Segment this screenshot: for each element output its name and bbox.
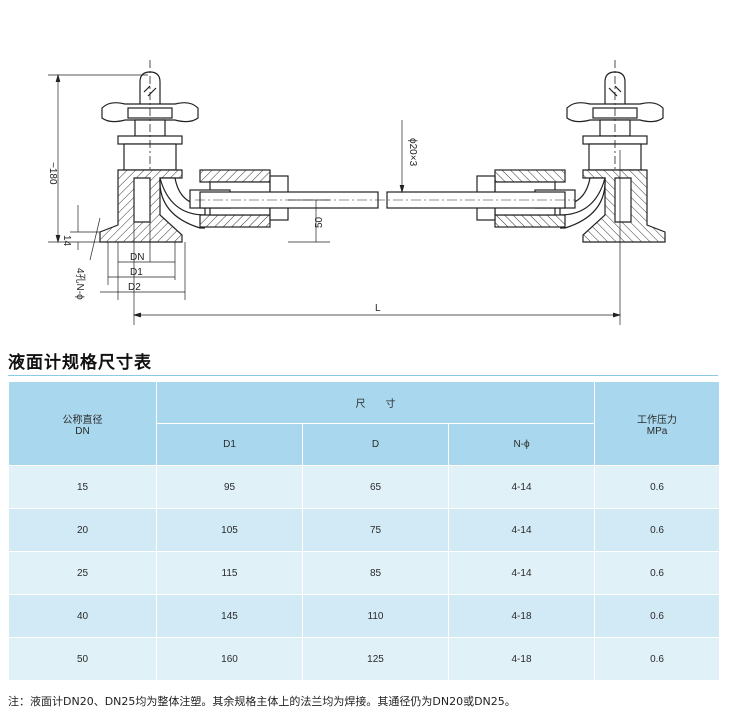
cell-dn: 50 [8, 637, 157, 681]
dim-flange-label: 14 [61, 235, 72, 247]
header-n: N-ϕ [447, 423, 596, 466]
cell-pressure: 0.6 [594, 508, 721, 552]
header-dn-label: 公称直径 [62, 414, 103, 426]
table-row: 20 105 75 4-14 0.6 [8, 508, 721, 552]
cell-n: 4-18 [447, 637, 596, 681]
header-dn: 公称直径 DN [8, 381, 157, 466]
header-d: D [302, 423, 449, 466]
dim-holes-label: 4孔N-ϕ [74, 268, 86, 300]
header-d1: D1 [156, 423, 303, 466]
right-valve [386, 60, 666, 243]
footnote: 注：液面计DN20、DN25均为整体注塑。其余规格主体上的法兰均为焊接。其通径仍… [8, 695, 516, 708]
cell-pressure: 0.6 [594, 551, 721, 595]
dim-d1-label: D1 [130, 267, 143, 278]
dimension-lines [48, 73, 622, 325]
cell-dn: 20 [8, 508, 157, 552]
cell-dn: 40 [8, 594, 157, 638]
cell-dn: 25 [8, 551, 157, 595]
cell-d1: 145 [156, 594, 303, 638]
dim-d2-label: D2 [128, 282, 141, 293]
level-gauge-drawing: ~180 14 DN D1 D2 4孔N-ϕ ϕ20×3 50 L [47, 60, 666, 325]
cell-pressure: 0.6 [594, 465, 721, 509]
cell-n: 4-14 [447, 508, 596, 552]
header-pressure-label: 工作压力 [637, 414, 678, 426]
cell-pressure: 0.6 [594, 594, 721, 638]
cell-d1: 105 [156, 508, 303, 552]
cell-d: 125 [302, 637, 449, 681]
header-pressure-unit: MPa [646, 425, 668, 437]
dim-length-label: L [375, 303, 381, 314]
section-title: 液面计规格尺寸表 [8, 353, 152, 373]
header-pressure: 工作压力 MPa [594, 381, 721, 466]
header-size: 尺 寸 [155, 381, 596, 424]
cell-d: 75 [302, 508, 449, 552]
cell-d1: 160 [156, 637, 303, 681]
table-row: 15 95 65 4-14 0.6 [8, 465, 721, 509]
cell-d: 65 [302, 465, 449, 509]
table-row: 50 160 125 4-18 0.6 [8, 637, 721, 681]
cell-pressure: 0.6 [594, 637, 721, 681]
cell-d: 110 [302, 594, 449, 638]
cell-dn: 15 [8, 465, 157, 509]
cell-d1: 95 [156, 465, 303, 509]
left-valve [99, 60, 379, 243]
spec-table: 公称直径 DN 尺 寸 工作压力 MPa D1 D N-ϕ 15 95 65 4… [8, 381, 721, 681]
table-row: 25 115 85 4-14 0.6 [8, 551, 721, 595]
cell-n: 4-14 [447, 465, 596, 509]
cell-d1: 115 [156, 551, 303, 595]
dim-height-label: ~180 [47, 162, 58, 185]
title-divider [8, 375, 718, 376]
cell-n: 4-18 [447, 594, 596, 638]
dim-offset-label: 50 [314, 216, 325, 228]
cell-n: 4-14 [447, 551, 596, 595]
dim-dn-label: DN [130, 252, 144, 263]
dim-pipe-label: ϕ20×3 [407, 138, 418, 167]
cell-d: 85 [302, 551, 449, 595]
table-row: 40 145 110 4-18 0.6 [8, 594, 721, 638]
header-dn-sub: DN [75, 425, 90, 437]
